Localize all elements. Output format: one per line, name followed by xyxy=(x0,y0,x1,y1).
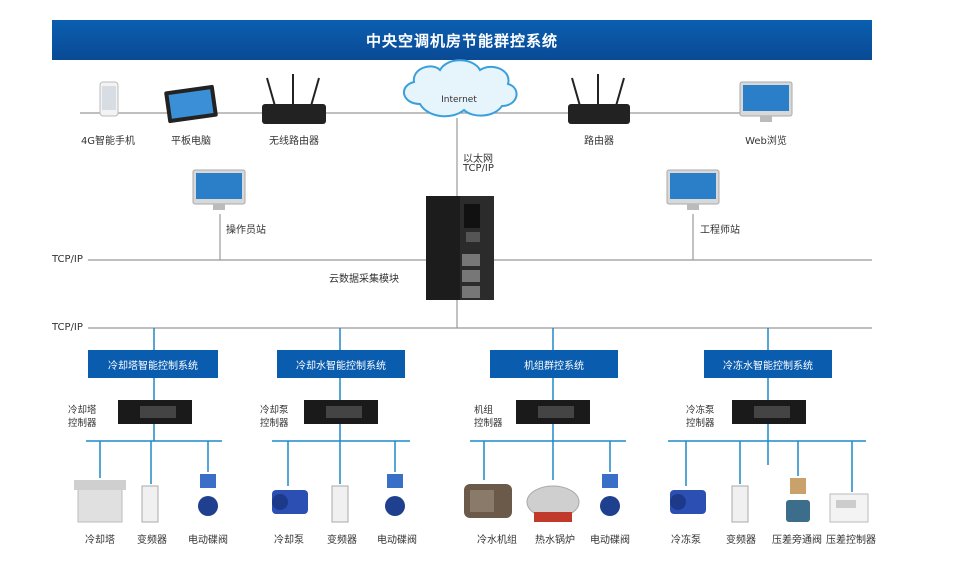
boiler-icon xyxy=(526,485,580,522)
ethernet-label-2: TCP/IP xyxy=(463,163,494,174)
internet-label: Internet xyxy=(441,95,477,105)
pump-icon-2 xyxy=(670,490,706,514)
device-label: 变频器 xyxy=(137,535,167,546)
bus2-label: TCP/IP xyxy=(52,322,83,333)
tablet-icon xyxy=(164,84,218,124)
subsystem-box-4: 冷冻水智能控制系统 xyxy=(704,350,832,378)
butterfly-valve-icon-3 xyxy=(600,474,620,516)
controller-label-1: 冷却塔 控制器 xyxy=(68,405,97,429)
controller-label-4: 冷冻泵 控制器 xyxy=(686,405,715,429)
controller-icon-2 xyxy=(304,400,378,424)
device-label: 冷却泵 xyxy=(274,535,304,546)
ethernet-label-1: 以太网 xyxy=(463,154,493,165)
inverter-icon-1 xyxy=(141,485,159,523)
cloud-icon xyxy=(403,59,518,118)
controller-icon-3 xyxy=(516,400,590,424)
device-label: 冷水机组 xyxy=(477,535,517,546)
data-module-icon xyxy=(426,196,494,300)
device-label: 冷冻泵 xyxy=(671,535,701,546)
device-drops xyxy=(99,441,853,492)
device-label: 电动碟阀 xyxy=(590,535,630,546)
phone-label: 4G智能手机 xyxy=(80,136,136,147)
monitor-icon xyxy=(739,81,793,122)
wireless-router-icon xyxy=(262,74,326,124)
cloud-module-label: 云数据采集模块 xyxy=(329,274,399,285)
engineer-station-label: 工程师站 xyxy=(700,225,740,236)
inverter-icon-3 xyxy=(731,485,749,523)
bus1-label: TCP/IP xyxy=(52,254,83,265)
subsystem-box-2: 冷却水智能控制系统 xyxy=(277,350,405,378)
device-label: 热水锅炉 xyxy=(535,535,575,546)
operator-monitor-icon xyxy=(192,169,246,210)
subsystem-box-3: 机组群控系统 xyxy=(490,350,618,378)
device-label: 变频器 xyxy=(327,535,357,546)
operator-station-label: 操作员站 xyxy=(226,225,266,236)
subsystem-box-1: 冷却塔智能控制系统 xyxy=(88,350,218,378)
device-label: 电动碟阀 xyxy=(188,535,228,546)
chiller-icon xyxy=(464,484,512,518)
controller-icon-4 xyxy=(732,400,806,424)
device-label: 压差控制器 xyxy=(826,535,876,546)
cooling-tower-icon xyxy=(74,480,126,523)
controller-label-3: 机组 控制器 xyxy=(474,405,503,429)
wireless-router-label: 无线路由器 xyxy=(269,136,319,147)
pressure-controller-icon xyxy=(829,493,869,523)
router-icon xyxy=(568,74,630,124)
inverter-icon-2 xyxy=(331,485,349,523)
device-label: 变频器 xyxy=(726,535,756,546)
router-label: 路由器 xyxy=(584,136,614,147)
web-label: Web浏览 xyxy=(745,136,787,147)
diagram-title: 中央空调机房节能群控系统 xyxy=(52,20,872,60)
tablet-label: 平板电脑 xyxy=(171,136,211,147)
controller-icon-1 xyxy=(118,400,192,424)
device-label: 电动碟阀 xyxy=(377,535,417,546)
controller-label-2: 冷却泵 控制器 xyxy=(260,405,289,429)
device-label: 压差旁通阀 xyxy=(772,535,822,546)
engineer-monitor-icon xyxy=(666,169,720,210)
pump-icon-1 xyxy=(272,490,308,514)
butterfly-valve-icon-2 xyxy=(385,474,405,516)
bypass-valve-icon xyxy=(786,478,810,522)
butterfly-valve-icon-1 xyxy=(198,474,218,516)
phone-icon xyxy=(99,81,119,117)
device-label: 冷却塔 xyxy=(85,535,115,546)
